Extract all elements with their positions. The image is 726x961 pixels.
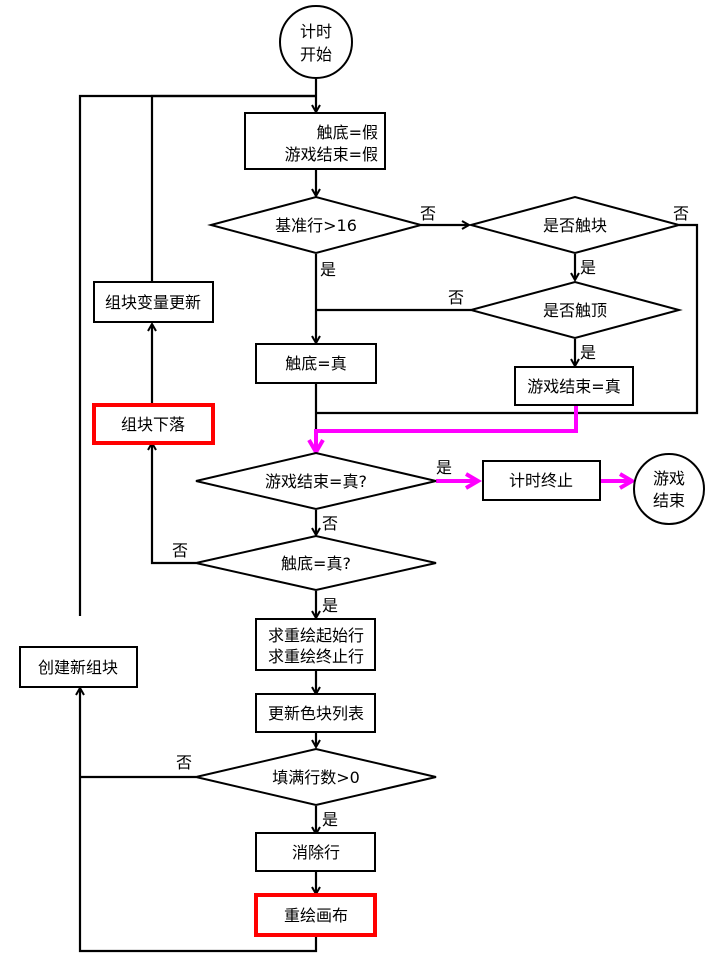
label-bottom-yes: 是 — [322, 596, 338, 615]
label-touch-block-no: 否 — [673, 204, 689, 223]
edge-redraw-newblock — [80, 688, 318, 953]
label-gameover-no: 否 — [322, 514, 338, 533]
start-node — [279, 5, 353, 79]
new-block-node — [19, 646, 138, 688]
gameover-check-text: 游戏结束=真? — [265, 472, 367, 491]
label-full-yes: 是 — [322, 810, 338, 829]
label-baseline-yes: 是 — [320, 260, 336, 279]
init-text-1: 触底=假 — [317, 123, 378, 142]
update-list-node — [255, 693, 376, 733]
block-fall-node — [92, 403, 215, 445]
var-update-text: 组块变量更新 — [105, 293, 201, 312]
label-touch-top-no: 否 — [448, 288, 464, 307]
baseline-node — [207, 195, 425, 255]
redraw-range-node — [255, 618, 376, 671]
new-block-text: 创建新组块 — [38, 658, 118, 677]
baseline-text: 基准行>16 — [275, 216, 357, 235]
set-bottom-node — [255, 343, 377, 384]
redraw-node — [254, 893, 377, 937]
end-node — [633, 453, 705, 525]
redraw-range-text-2: 求重绘终止行 — [268, 647, 364, 666]
start-text-1: 计时 — [300, 22, 332, 41]
end-text-2: 结束 — [653, 491, 685, 510]
redraw-range-text-1: 求重绘起始行 — [268, 626, 364, 645]
edge-gameover-highlight — [307, 405, 578, 456]
label-touch-top-yes: 是 — [580, 343, 596, 362]
clear-rows-text: 消除行 — [292, 843, 340, 862]
init-text-2: 游戏结束=假 — [285, 145, 378, 164]
stop-timer-node — [482, 460, 601, 501]
label-touch-block-yes: 是 — [580, 258, 596, 277]
clear-rows-node — [255, 832, 376, 872]
redraw-text: 重绘画布 — [284, 906, 348, 925]
touch-top-text: 是否触顶 — [543, 301, 607, 320]
set-bottom-text: 触底=真 — [285, 354, 346, 373]
touch-block-node — [467, 195, 683, 255]
bottom-check-node — [195, 534, 437, 592]
edge-bottom-no — [152, 443, 196, 565]
bottom-check-text: 触底=真? — [281, 554, 351, 573]
shapes — [19, 5, 705, 937]
highlight-path — [307, 405, 636, 490]
touch-top-node — [467, 280, 683, 340]
label-gameover-yes: 是 — [436, 458, 452, 477]
edge-touchblock-no — [316, 223, 699, 415]
edge-varupdate-loop — [150, 94, 316, 282]
set-gameover-node — [514, 366, 634, 406]
label-bottom-no: 否 — [172, 541, 188, 560]
set-gameover-text: 游戏结束=真 — [527, 377, 620, 396]
label-baseline-no: 否 — [420, 204, 436, 223]
stop-timer-text: 计时终止 — [509, 471, 573, 490]
var-update-node — [93, 281, 214, 323]
block-fall-text: 组块下落 — [121, 415, 185, 434]
full-rows-text: 填满行数>0 — [272, 768, 360, 787]
touch-block-text: 是否触块 — [543, 216, 607, 235]
start-text-2: 开始 — [300, 45, 332, 64]
gameover-check-node — [195, 451, 437, 511]
label-full-no: 否 — [176, 753, 192, 772]
update-list-text: 更新色块列表 — [268, 704, 364, 723]
connectors — [80, 79, 699, 953]
end-text-1: 游戏 — [653, 469, 685, 488]
full-rows-node — [195, 747, 437, 807]
init-node — [244, 112, 386, 170]
